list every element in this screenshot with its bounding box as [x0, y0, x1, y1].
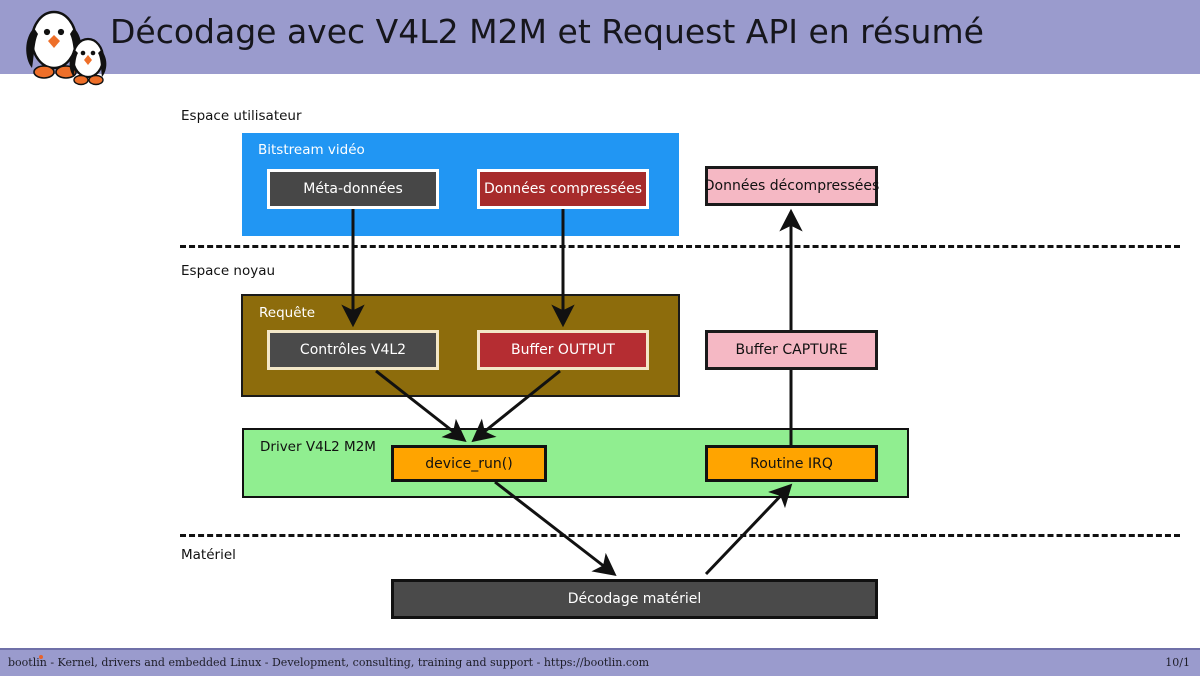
- slide-header: Décodage avec V4L2 M2M et Request API en…: [0, 0, 1200, 86]
- footer-text: bootlin - Kernel, drivers and embedded L…: [8, 655, 650, 669]
- footer-brand-dot-icon: [39, 655, 43, 659]
- zone-label-userspace: Espace utilisateur: [181, 108, 302, 124]
- node-label-routine-irq: Routine IRQ: [750, 455, 833, 472]
- group-title-requete: Requête: [259, 305, 316, 321]
- separator-userspace-kernelspace: [180, 245, 1180, 248]
- separator-kernelspace-hardware: [180, 534, 1180, 537]
- node-label-buffer-output: Buffer OUTPUT: [510, 342, 615, 358]
- footer-brand: bootlin: [8, 656, 47, 669]
- penguin-logo-icon: [26, 10, 107, 86]
- group-title-bitstream: Bitstream vidéo: [258, 142, 365, 158]
- node-device-run[interactable]: device_run(): [391, 445, 547, 482]
- page-title: Décodage avec V4L2 M2M et Request API en…: [110, 12, 984, 51]
- footer-rule: [0, 648, 1200, 650]
- slide-footer: bootlin - Kernel, drivers and embedded L…: [0, 650, 1200, 676]
- footer-page-number: 10/1: [1165, 656, 1190, 669]
- footer-tagline: - Kernel, drivers and embedded Linux - D…: [46, 656, 650, 669]
- node-buffer-output[interactable]: Buffer OUTPUT: [477, 330, 649, 370]
- node-donnees-decompressees[interactable]: Données décompressées: [703, 166, 880, 206]
- node-label-decodage-materiel: Décodage matériel: [567, 591, 702, 607]
- group-title-driver: Driver V4L2 M2M: [260, 439, 376, 455]
- node-label-donnees-compressees: Données compressées: [483, 181, 643, 197]
- node-label-meta-donnees: Méta-données: [303, 181, 403, 197]
- node-buffer-capture[interactable]: Buffer CAPTURE: [705, 330, 878, 370]
- arrow-decodage-to-routine-irq: [704, 483, 793, 576]
- node-routine-irq[interactable]: Routine IRQ: [705, 445, 878, 482]
- node-decodage-materiel[interactable]: Décodage matériel: [391, 579, 878, 619]
- node-label-buffer-capture: Buffer CAPTURE: [735, 342, 848, 358]
- node-label-controles-v4l2: Contrôles V4L2: [299, 342, 407, 358]
- zone-label-kernelspace: Espace noyau: [181, 263, 276, 279]
- node-controles-v4l2[interactable]: Contrôles V4L2: [267, 330, 439, 370]
- node-meta-donnees[interactable]: Méta-données: [267, 169, 439, 209]
- zone-label-hardware: Matériel: [181, 547, 236, 563]
- node-donnees-compressees[interactable]: Données compressées: [477, 169, 649, 209]
- diagram-canvas: Espace utilisateur Espace noyau Matériel…: [0, 74, 1200, 650]
- node-label-donnees-decompressees: Données décompressées: [703, 178, 880, 194]
- node-label-device-run: device_run(): [425, 455, 513, 472]
